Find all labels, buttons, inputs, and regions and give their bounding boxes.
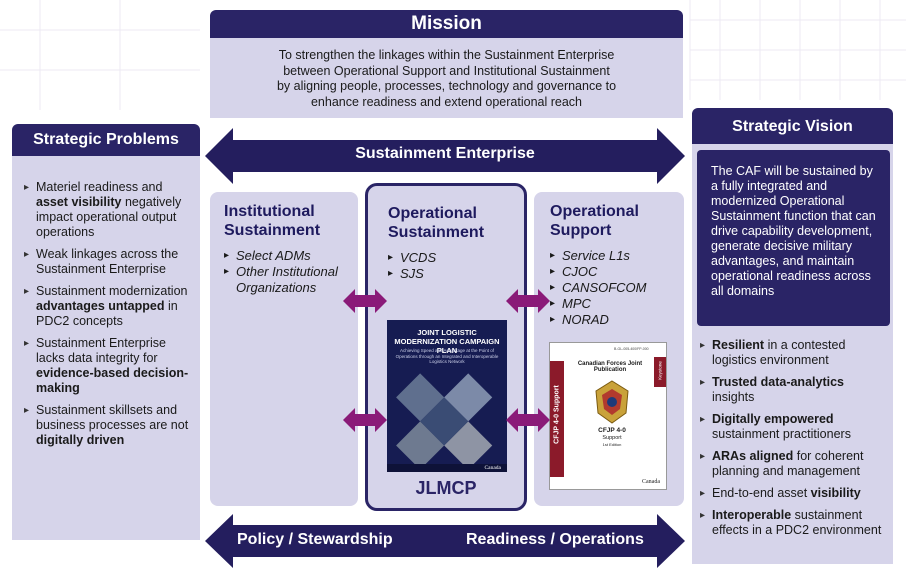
- list-text: negatively impact operational output ope…: [36, 195, 182, 239]
- strategic-problems-list: Materiel readiness and asset visibility …: [24, 180, 190, 448]
- list-item: MPC: [550, 296, 674, 312]
- sustainment-enterprise-label: Sustainment Enterprise: [355, 145, 535, 162]
- strategic-problems-panel: Materiel readiness and asset visibility …: [12, 156, 200, 540]
- mission-statement: To strengthen the linkages within the Su…: [210, 38, 683, 118]
- list-item: Sustainment Enterprise lacks data integr…: [24, 336, 190, 396]
- link-arrow-institutional-bottom: [343, 408, 387, 432]
- list-text: End-to-end asset: [712, 486, 811, 500]
- cfjp-sub: Support: [602, 435, 622, 441]
- list-text: in PDC2 concepts: [36, 299, 178, 328]
- emphasis-text: visibility: [810, 486, 861, 500]
- list-text: sustainment practitioners: [712, 427, 851, 441]
- list-item: Service L1s: [550, 248, 674, 264]
- cfjp-side-band: [550, 361, 564, 477]
- list-item: End-to-end asset visibility: [700, 486, 886, 501]
- strategic-vision-list: Resilient in a contested logistics envir…: [700, 338, 886, 538]
- list-item: ARAs aligned for coherent planning and m…: [700, 449, 886, 479]
- readiness-operations-label: Readiness / Operations: [466, 531, 644, 548]
- operational-sustainment-list: VCDS SJS: [388, 250, 514, 282]
- operational-sustainment-title: Operational Sustainment: [388, 205, 485, 241]
- operational-support-list: Service L1s CJOC CANSOFCOM MPC NORAD: [550, 248, 674, 328]
- cfjp-cover-image: CFJP 4-0 Support Canadian Forces Joint P…: [549, 342, 667, 490]
- operational-support-title: Operational Support: [550, 203, 639, 239]
- list-item: Resilient in a contested logistics envir…: [700, 338, 886, 368]
- link-arrow-support-bottom: [506, 408, 550, 432]
- emphasis-text: Interoperable: [712, 508, 792, 522]
- cfjp-tag: Keystone: [657, 361, 663, 380]
- jlmcp-cover-art: [387, 320, 507, 472]
- link-arrow-support-top: [506, 289, 550, 313]
- mission-line: between Operational Support and Institut…: [283, 63, 610, 78]
- mission-line: by aligning people, processes, technolog…: [276, 79, 617, 93]
- list-item: VCDS: [388, 250, 514, 266]
- list-text: insights: [712, 390, 755, 404]
- list-item: Trusted data-analytics insights: [700, 375, 886, 405]
- strategic-vision-list-wrap: Resilient in a contested logistics envir…: [700, 338, 886, 545]
- strategic-problems-title: Strategic Problems: [12, 124, 200, 156]
- policy-readiness-arrow: [205, 514, 685, 568]
- strategic-vision-title: Strategic Vision: [692, 108, 893, 144]
- list-text: Sustainment modernization: [36, 284, 188, 298]
- cfjp-side-label: CFJP 4-0 Support: [553, 385, 561, 444]
- list-item: NORAD: [550, 312, 674, 328]
- mission-line: enhance readiness and extend operational…: [310, 94, 583, 109]
- cfjp-crest-icon: [595, 380, 629, 424]
- list-text: Weak linkages across the Sustainment Ent…: [36, 247, 179, 276]
- emphasis-text: ARAs aligned: [712, 449, 794, 463]
- sustainment-enterprise-arrow: [205, 128, 685, 184]
- list-item: SJS: [388, 266, 514, 282]
- list-text: in a contested logistics environment: [712, 338, 846, 367]
- list-item: CANSOFCOM: [550, 280, 674, 296]
- list-item: Select ADMs: [224, 248, 348, 264]
- mission-title: Mission: [210, 10, 683, 38]
- list-item: Weak linkages across the Sustainment Ent…: [24, 247, 190, 277]
- list-item: Sustainment modernization advantages unt…: [24, 284, 190, 329]
- emphasis-text: asset visibility: [36, 195, 122, 209]
- emphasis-text: Trusted data-analytics: [712, 375, 844, 389]
- list-text: Sustainment skillsets and business proce…: [36, 403, 189, 432]
- emphasis-text: advantages untapped: [36, 299, 165, 313]
- emphasis-text: evidence-based decision-making: [36, 366, 189, 395]
- cfjp-brand: Canada: [642, 479, 660, 485]
- emphasis-text: Digitally empowered: [712, 412, 834, 426]
- jlmcp-cover-image: JOINT LOGISTIC MODERNIZATION CAMPAIGN PL…: [387, 320, 507, 472]
- cfjp-header: Canadian Forces Joint Publication: [577, 361, 643, 373]
- emphasis-text: Resilient: [712, 338, 765, 352]
- mission-line: To strengthen the linkages within the Su…: [278, 48, 615, 62]
- jlmcp-cover-subtitle: Achieving Speed and Advantage at the Poi…: [395, 348, 499, 364]
- institutional-sustainment-panel: Institutional Sustainment Select ADMs Ot…: [210, 192, 358, 506]
- cfjp-title: CFJP 4-0: [598, 427, 626, 434]
- emphasis-text: digitally driven: [36, 433, 125, 447]
- link-arrow-institutional-top: [343, 289, 387, 313]
- cfjp-code: B-GL-005-400/FP-000: [614, 347, 649, 351]
- list-text: sustainment effects in a PDC2 environmen…: [712, 508, 882, 537]
- list-item: Materiel readiness and asset visibility …: [24, 180, 190, 240]
- list-text: for coherent planning and management: [712, 449, 864, 478]
- list-item: Other Institutional Organizations: [224, 264, 348, 296]
- list-item: CJOC: [550, 264, 674, 280]
- jlmcp-cover-brand: Canada: [484, 465, 502, 471]
- list-text: Materiel readiness and: [36, 180, 163, 194]
- jlmcp-cover-title: JOINT LOGISTIC MODERNIZATION CAMPAIGN PL…: [394, 328, 500, 355]
- policy-stewardship-label: Policy / Stewardship: [237, 531, 393, 548]
- list-item: Interoperable sustainment effects in a P…: [700, 508, 886, 538]
- list-item: Sustainment skillsets and business proce…: [24, 403, 190, 448]
- jlmcp-label: JLMCP: [415, 478, 477, 498]
- strategic-vision-statement: The CAF will be sustained by a fully int…: [697, 150, 890, 326]
- cfjp-edition: 1st Edition: [602, 442, 622, 447]
- institutional-list: Select ADMs Other Institutional Organiza…: [224, 248, 348, 296]
- institutional-sustainment-title: Institutional Sustainment: [224, 203, 321, 239]
- list-item: Digitally empowered sustainment practiti…: [700, 412, 886, 442]
- list-text: Sustainment Enterprise lacks data integr…: [36, 336, 166, 365]
